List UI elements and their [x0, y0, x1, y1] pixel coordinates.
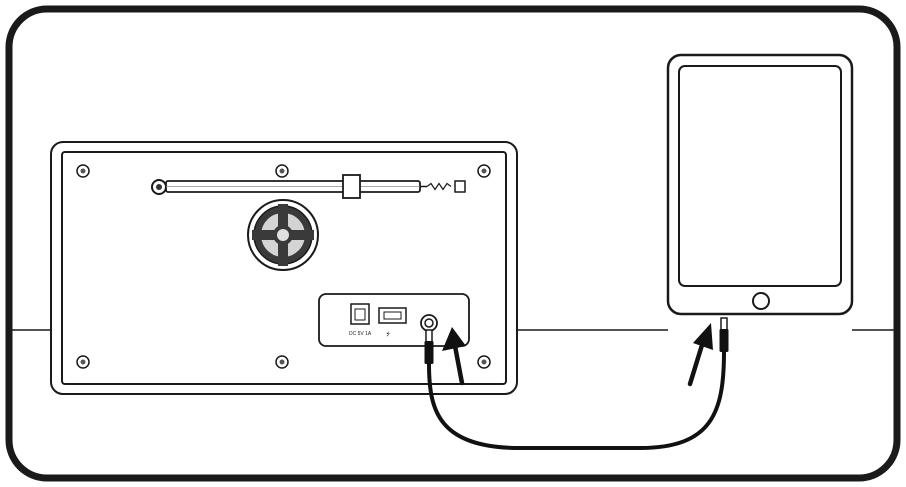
screw-icon — [477, 355, 491, 369]
radio-rear: DC 5V 1A ⭍ — [50, 141, 518, 395]
home-button-icon[interactable] — [752, 292, 770, 310]
tablet-screen — [678, 65, 842, 287]
screw-icon — [477, 164, 491, 178]
screw-icon — [76, 355, 90, 369]
usb-port[interactable] — [378, 307, 407, 324]
tablet — [666, 53, 854, 316]
arrow-icon — [442, 327, 466, 386]
usb-icon: ⭍ — [386, 332, 390, 338]
antenna-icon — [151, 174, 466, 199]
screw-icon — [275, 355, 289, 369]
dc-power-port[interactable] — [350, 303, 370, 325]
speaker-icon — [247, 199, 319, 271]
aux-in-jack[interactable] — [420, 314, 438, 332]
screw-icon — [275, 164, 289, 178]
dc-port-label: DC 5V 1A — [349, 331, 372, 337]
aux-cable — [424, 317, 729, 450]
screw-icon — [76, 164, 90, 178]
arrow-icon — [687, 323, 713, 387]
cable-cord — [427, 350, 726, 450]
